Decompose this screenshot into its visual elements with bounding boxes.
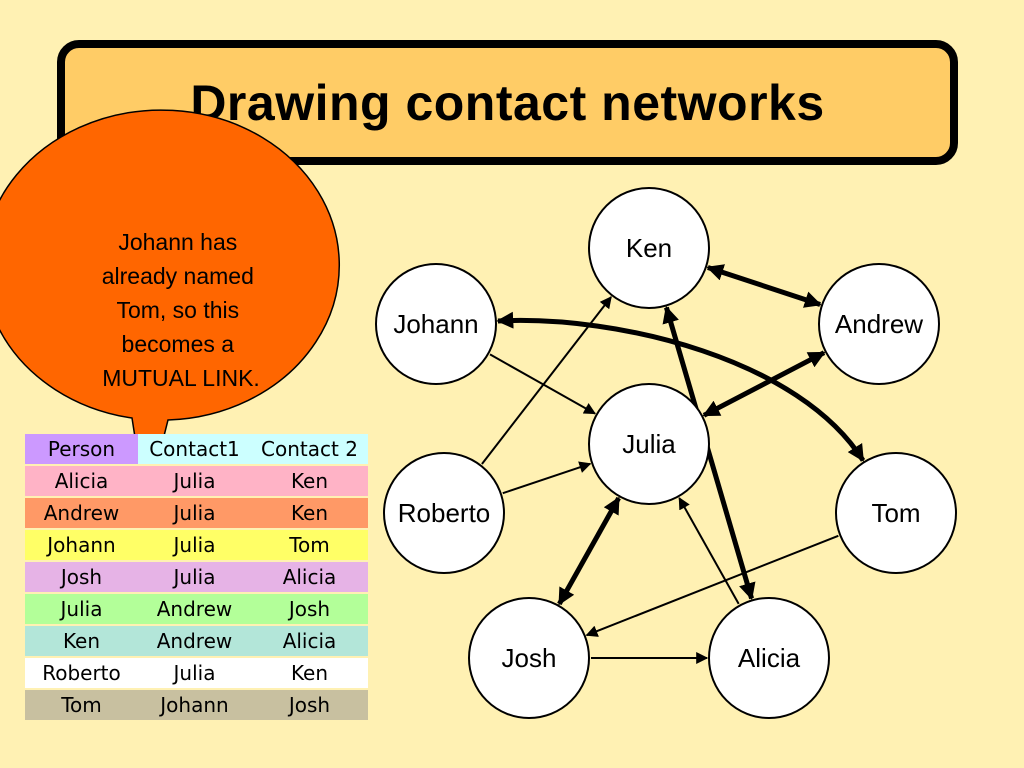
cell-person: Josh — [25, 561, 138, 594]
header-contact1: Contact1 — [138, 434, 251, 466]
node-johann: Johann — [375, 263, 497, 385]
callout-shape — [0, 109, 340, 509]
node-label: Andrew — [835, 309, 923, 339]
cell-person: Alicia — [25, 465, 138, 498]
slide-title: Drawing contact networks — [190, 74, 825, 131]
cell-contact1: Julia — [138, 465, 251, 498]
cell-contact1: Julia — [138, 561, 251, 594]
edge-roberto-to-julia — [502, 461, 592, 495]
node-ken: Ken — [588, 187, 710, 309]
edge-johann-to-julia — [489, 353, 597, 415]
cell-contact2: Alicia — [251, 561, 368, 594]
cell-contact2: Alicia — [251, 625, 368, 658]
node-roberto: Roberto — [383, 452, 505, 574]
node-circle — [708, 597, 830, 719]
node-circle — [468, 597, 590, 719]
edge-alicia-to-julia — [678, 497, 740, 605]
node-alicia: Alicia — [708, 597, 830, 719]
cell-contact2: Josh — [251, 689, 368, 722]
header-contact2: Contact 2 — [251, 434, 368, 466]
callout-line: MUTUAL LINK. — [102, 365, 260, 391]
node-circle — [375, 263, 497, 385]
node-label: Alicia — [738, 643, 801, 673]
node-circle — [818, 263, 940, 385]
cell-person: Tom — [25, 689, 138, 722]
table-header-row: Person Contact1 Contact 2 — [25, 434, 368, 466]
cell-contact1: Andrew — [138, 593, 251, 626]
node-label: Johann — [393, 309, 478, 339]
node-circle — [588, 383, 710, 505]
cell-contact2: Ken — [251, 465, 368, 498]
callout-bubble: Johann has already named Tom, so this be… — [0, 109, 340, 509]
cell-person: Andrew — [25, 497, 138, 530]
node-circle — [588, 187, 710, 309]
callout-line: Tom, so this — [116, 297, 239, 323]
cell-contact2: Ken — [251, 657, 368, 690]
mutual-edge-julia-josh — [557, 496, 621, 606]
callout-line: Johann has — [118, 229, 237, 255]
cell-person: Johann — [25, 529, 138, 562]
cell-contact1: Andrew — [138, 625, 251, 658]
node-label: Tom — [871, 498, 920, 528]
node-julia: Julia — [588, 383, 710, 505]
cell-contact1: Johann — [138, 689, 251, 722]
callout-line: becomes a — [122, 331, 235, 357]
node-label: Ken — [626, 233, 672, 263]
cell-contact2: Josh — [251, 593, 368, 626]
node-label: Julia — [622, 429, 676, 459]
cell-person: Julia — [25, 593, 138, 626]
node-andrew: Andrew — [818, 263, 940, 385]
cell-contact2: Tom — [251, 529, 368, 562]
cell-contact2: Ken — [251, 497, 368, 530]
cell-contact1: Julia — [138, 529, 251, 562]
mutual-edge-ken-andrew — [706, 264, 822, 308]
header-person: Person — [25, 434, 138, 466]
cell-contact1: Julia — [138, 497, 251, 530]
node-circle — [835, 452, 957, 574]
node-josh: Josh — [468, 597, 590, 719]
cell-person: Ken — [25, 625, 138, 658]
cell-person: Roberto — [25, 657, 138, 690]
node-label: Josh — [502, 643, 557, 673]
callout-text: Johann has already named Tom, so this be… — [102, 229, 261, 391]
node-label: Roberto — [398, 498, 491, 528]
node-tom: Tom — [835, 452, 957, 574]
callout-line: already named — [102, 263, 254, 289]
node-circle — [383, 452, 505, 574]
mutual-edge-andrew-julia — [702, 350, 826, 418]
cell-contact1: Julia — [138, 657, 251, 690]
mutual-edge-johann-tom — [496, 311, 866, 462]
